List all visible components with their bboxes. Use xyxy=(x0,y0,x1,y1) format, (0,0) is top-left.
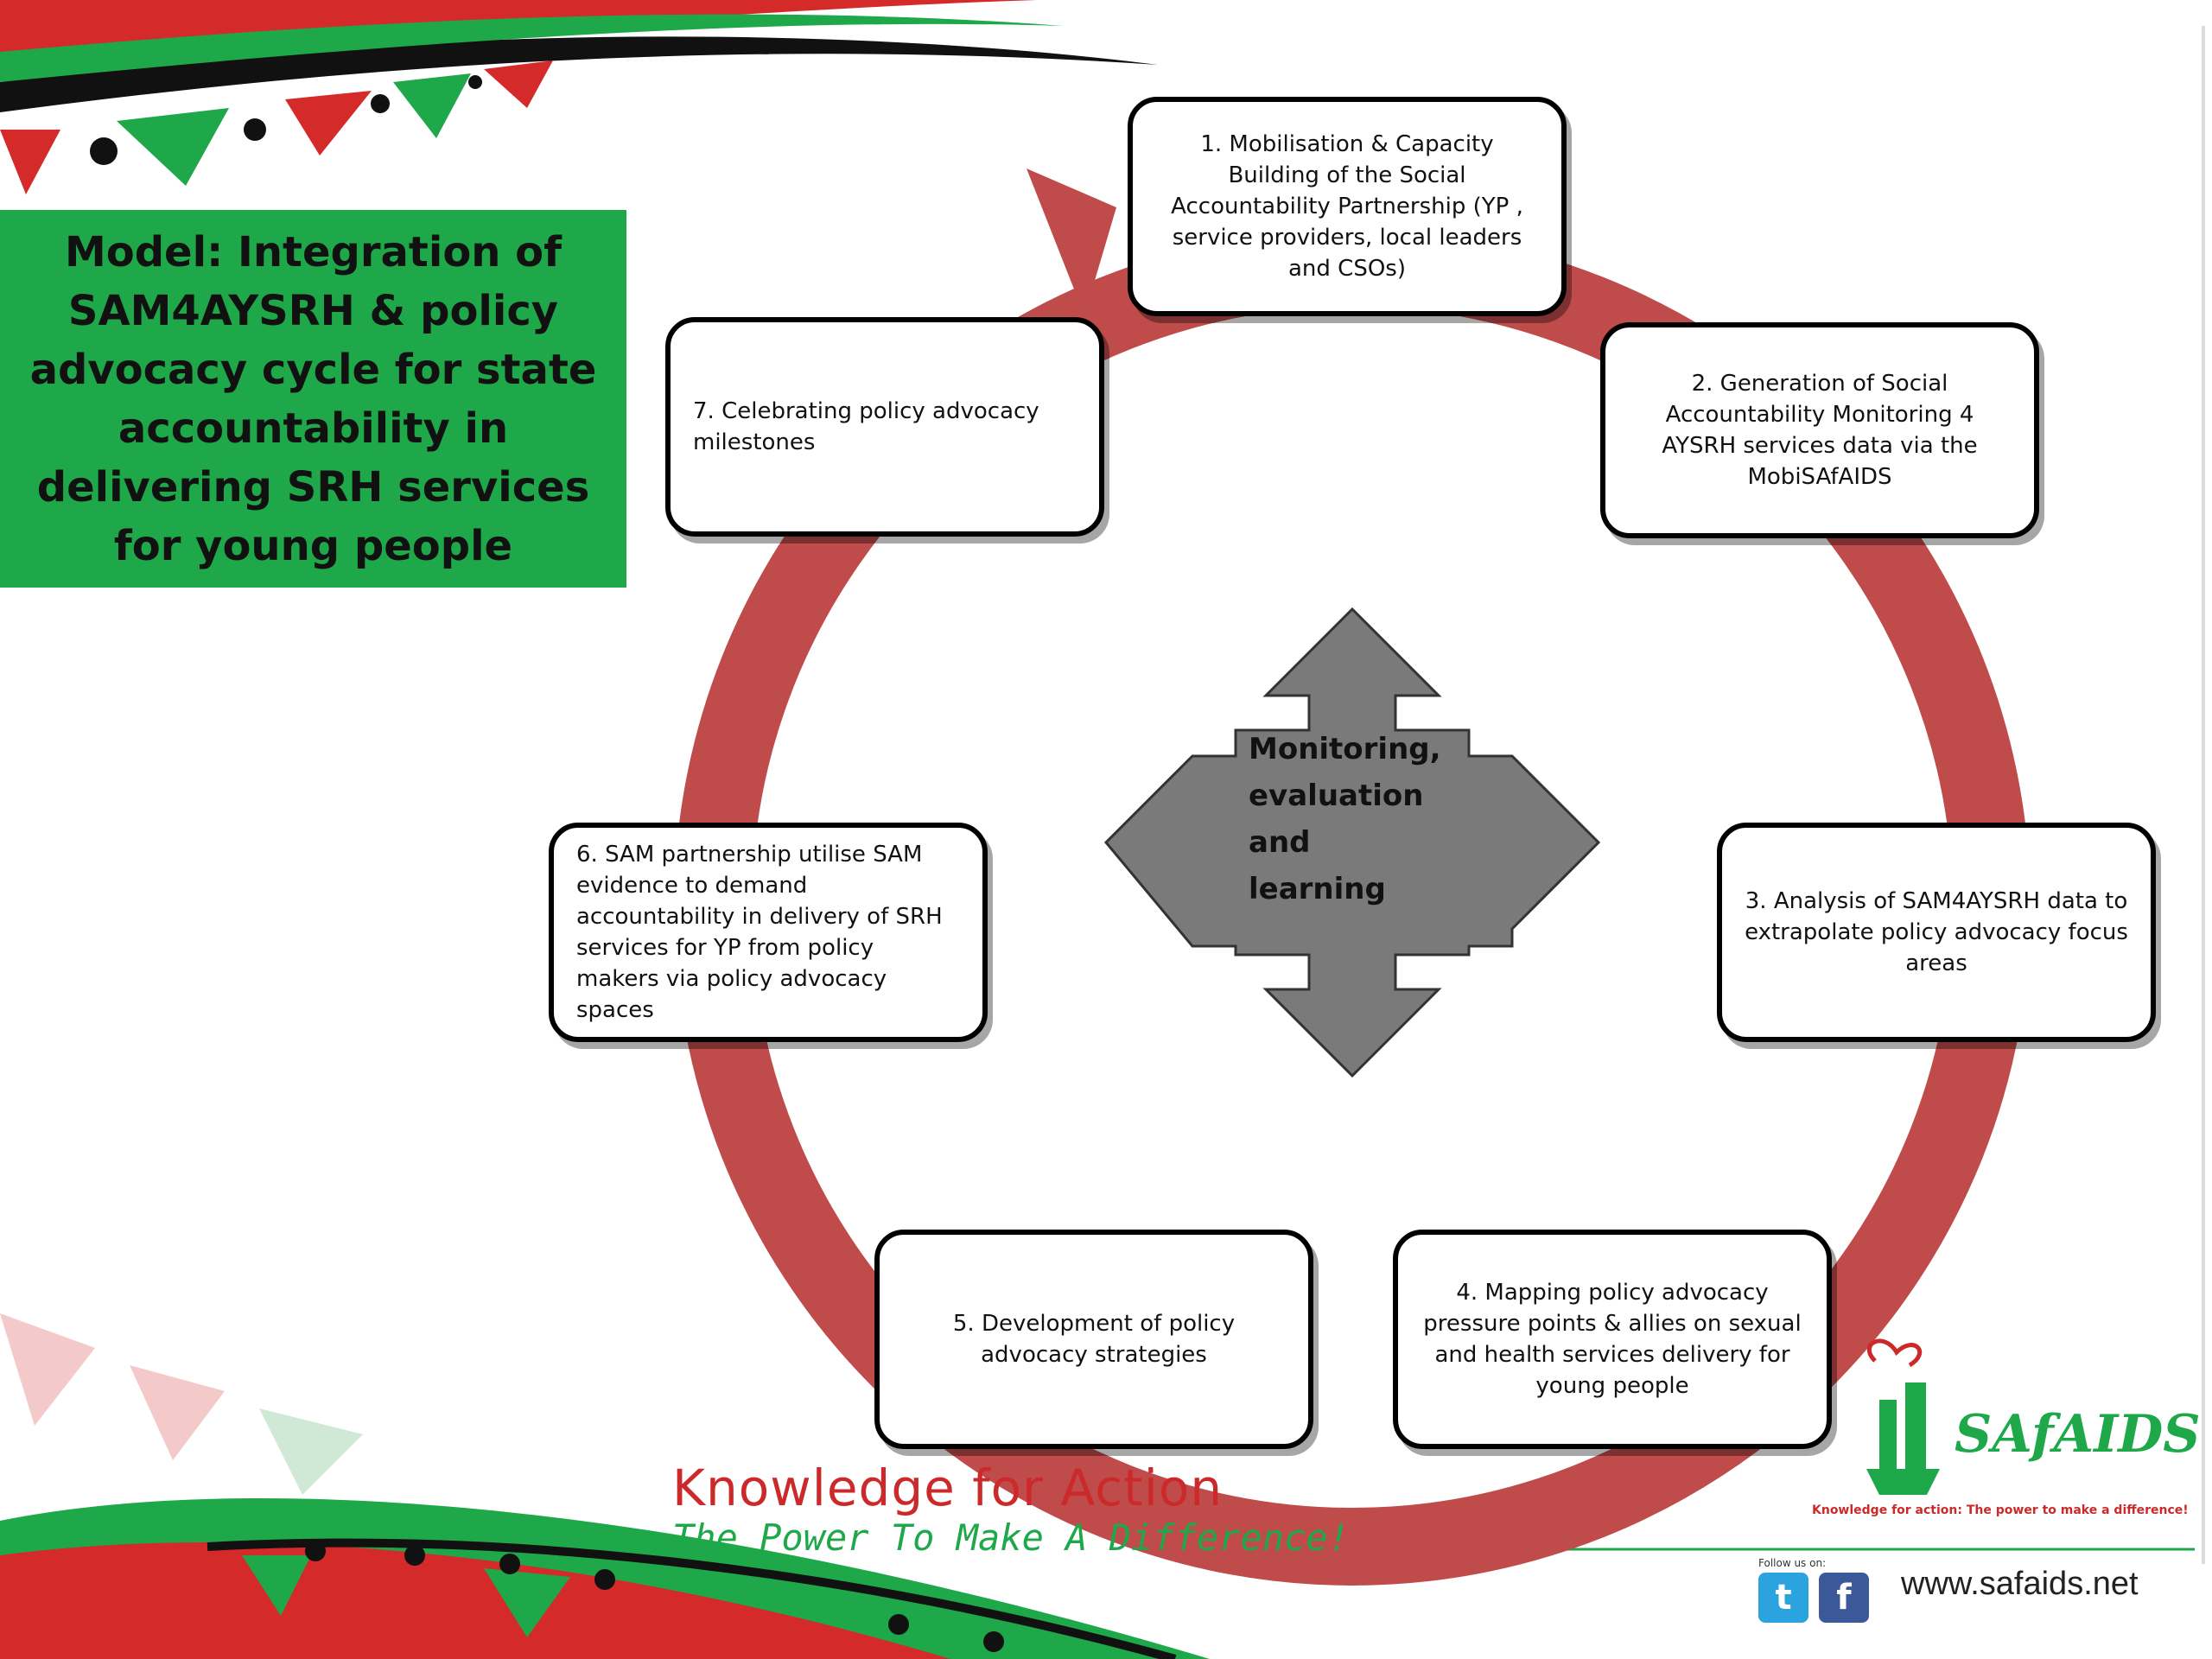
step-2-label: 2. Generation of Social Accountability M… xyxy=(1662,371,1978,490)
footer-subslogan: The Power To Make A Difference! xyxy=(672,1516,1350,1559)
faded-flag xyxy=(0,1313,95,1426)
faded-flag xyxy=(130,1365,225,1460)
safaids-logo-figure xyxy=(1866,1338,1940,1495)
top-green-swoosh xyxy=(0,14,1063,82)
bunting-dot xyxy=(305,1541,326,1561)
step-7-box: 7. Celebrating policy advocacy milestone… xyxy=(665,317,1104,537)
bunting-dot xyxy=(499,1554,520,1574)
twitter-icon[interactable]: t xyxy=(1758,1573,1808,1623)
faded-flag xyxy=(259,1408,363,1495)
step-4-label: 4. Mapping policy advocacy pressure poin… xyxy=(1423,1280,1802,1399)
step-7-label: 7. Celebrating policy advocacy milestone… xyxy=(693,398,1039,455)
bunting-dot xyxy=(244,118,266,141)
page-title: Model: Integration of SAM4AYSRH & policy… xyxy=(29,227,597,570)
bunting-bottom xyxy=(484,1568,570,1637)
mel-label: Monitoring, evaluation and learning xyxy=(1249,732,1441,906)
flag xyxy=(484,60,553,108)
follow-us-label: Follow us on: xyxy=(1758,1557,1827,1569)
bunting-dot xyxy=(468,75,482,89)
flag xyxy=(117,108,229,186)
top-black-swoosh xyxy=(0,36,1158,112)
step-1-label: 1. Mobilisation & Capacity Building of t… xyxy=(1171,131,1523,282)
step-2-box: 2. Generation of Social Accountability M… xyxy=(1600,322,2039,538)
website-link[interactable]: www.safaids.net xyxy=(1901,1566,2139,1602)
bottom-red-swoosh xyxy=(0,1542,950,1659)
bunting-dot xyxy=(983,1631,1004,1652)
bunting-bottom xyxy=(242,1555,311,1616)
step-4-box: 4. Mapping policy advocacy pressure poin… xyxy=(1393,1230,1832,1449)
step-1-box: 1. Mobilisation & Capacity Building of t… xyxy=(1128,97,1567,316)
step-6-label: 6. SAM partnership utilise SAM evidence … xyxy=(576,842,943,1023)
bunting-dot xyxy=(404,1545,425,1566)
flag xyxy=(393,73,471,138)
bunting-dot xyxy=(594,1569,615,1590)
mel-four-way-arrow xyxy=(1103,607,1601,1078)
bunting-bottom xyxy=(605,1590,691,1655)
flag xyxy=(285,91,372,156)
brand-logo-text: SAfAIDS xyxy=(1955,1404,2201,1465)
page-border xyxy=(2202,26,2205,1564)
step-3-label: 3. Analysis of SAM4AYSRH data to extrapo… xyxy=(1745,888,2128,976)
title-panel: Model: Integration of SAM4AYSRH & policy… xyxy=(0,210,626,588)
facebook-icon[interactable]: f xyxy=(1819,1573,1869,1623)
step-3-box: 3. Analysis of SAM4AYSRH data to extrapo… xyxy=(1717,823,2156,1042)
step-6-box: 6. SAM partnership utilise SAM evidence … xyxy=(549,823,988,1042)
bottom-black-line xyxy=(207,1538,1177,1659)
step-5-label: 5. Development of policy advocacy strate… xyxy=(952,1311,1236,1368)
brand-tagline: Knowledge for action: The power to make … xyxy=(1812,1503,2189,1517)
bunting-dot xyxy=(371,94,390,113)
bunting-bottom xyxy=(363,1560,449,1624)
footer-slogan: Knowledge for Action xyxy=(672,1459,1224,1517)
cycle-arrowhead xyxy=(1027,168,1116,315)
flag xyxy=(0,130,60,194)
step-5-box: 5. Development of policy advocacy strate… xyxy=(874,1230,1313,1449)
bunting-dot xyxy=(90,137,118,165)
bunting-dot xyxy=(888,1614,909,1635)
top-red-swoosh xyxy=(0,0,1037,69)
